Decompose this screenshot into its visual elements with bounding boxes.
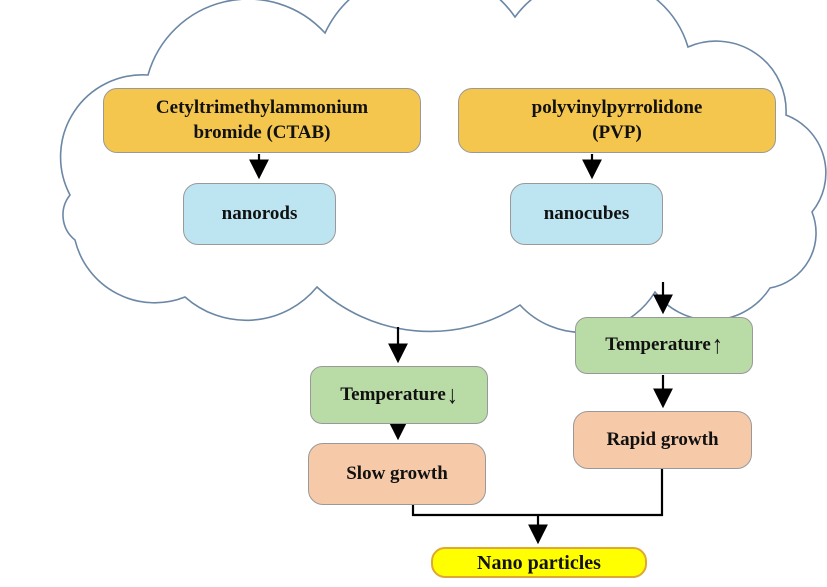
node-pvp: polyvinylpyrrolidone (PVP) bbox=[458, 88, 776, 153]
node-label: Nano particles bbox=[477, 551, 601, 574]
node-temperature-down: Temperature ↓ bbox=[310, 366, 488, 424]
node-temperature-up: Temperature ↑ bbox=[575, 317, 753, 374]
node-label: nanocubes bbox=[543, 202, 630, 224]
up-arrow-icon: ↑ bbox=[711, 330, 723, 359]
node-label: nanorods bbox=[221, 202, 298, 224]
node-label: (PVP) bbox=[592, 121, 642, 143]
node-nanocubes: nanocubes bbox=[510, 183, 663, 245]
cloud-outline bbox=[59, 0, 827, 334]
node-ctab: Cetyltrimethylammonium bromide (CTAB) bbox=[103, 88, 421, 153]
connector-arrows bbox=[249, 154, 673, 545]
node-nano-particles: Nano particles bbox=[431, 547, 647, 578]
node-rapid-growth: Rapid growth bbox=[573, 411, 752, 469]
node-slow-growth: Slow growth bbox=[308, 443, 486, 505]
down-arrow-icon: ↓ bbox=[446, 379, 458, 409]
node-label: Cetyltrimethylammonium bbox=[155, 96, 369, 118]
node-label: Slow growth bbox=[346, 462, 448, 484]
node-label: Temperature bbox=[605, 334, 711, 356]
node-label: Temperature bbox=[340, 383, 446, 405]
node-label: bromide (CTAB) bbox=[193, 121, 331, 143]
node-label: polyvinylpyrrolidone bbox=[531, 96, 703, 118]
node-label: Rapid growth bbox=[606, 428, 719, 450]
node-nanorods: nanorods bbox=[183, 183, 336, 245]
